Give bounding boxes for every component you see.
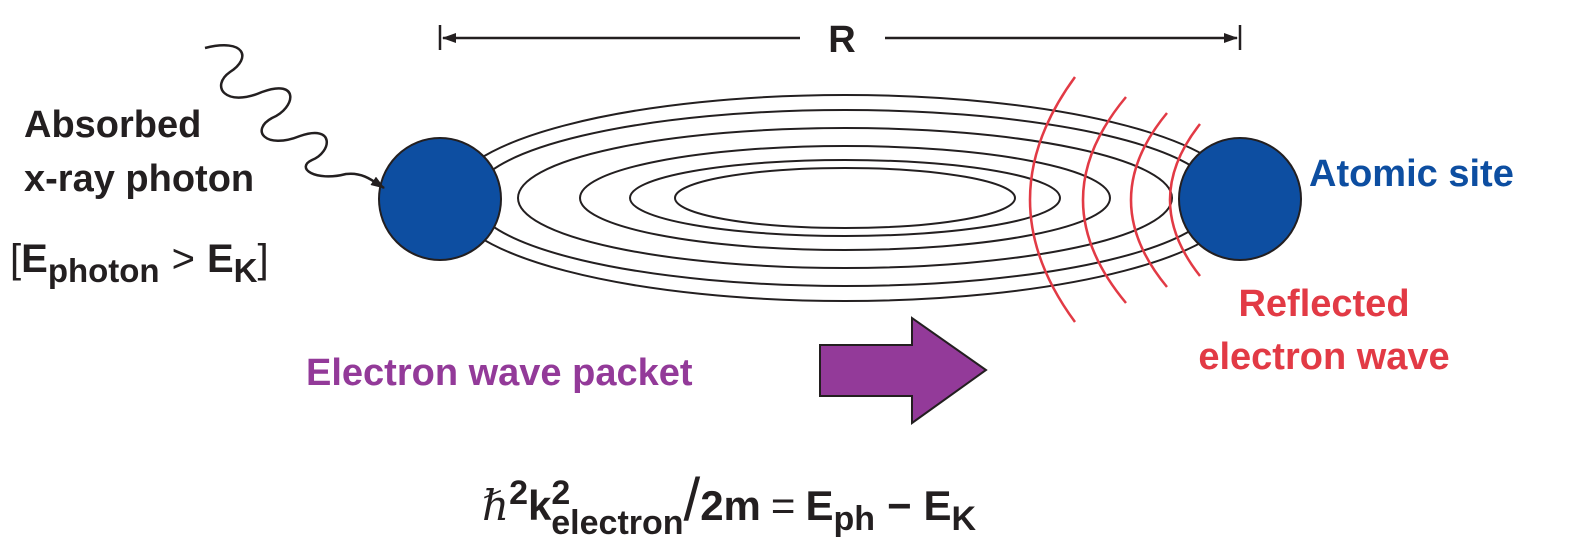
packet-label: Electron wave packet (306, 352, 693, 394)
minus-sign: − (887, 482, 912, 529)
wave-ring (472, 109, 1218, 287)
atomic-site-label: Atomic site (1309, 153, 1514, 195)
reflected-label-line2: electron wave (1198, 336, 1449, 378)
equals-sign: = (771, 482, 796, 529)
wave-ring (517, 127, 1173, 269)
photon-label-line1: Absorbed (24, 104, 201, 146)
wavevector-exponent: 2 (551, 474, 570, 512)
reflected-label-line1: Reflected (1238, 283, 1409, 325)
reflected-arc (1081, 96, 1127, 304)
wave-ring (674, 167, 1016, 229)
wavevector-subscript: electron (551, 504, 683, 541)
edge-energy-subscript: K (952, 500, 977, 538)
photon-energy-term: E (805, 482, 833, 529)
electron-wave-rings (449, 94, 1241, 302)
photon-squiggle-icon (204, 44, 385, 190)
condition-open-bracket: [ (10, 237, 21, 281)
reflected-wave-arcs (1028, 76, 1201, 323)
distance-label: R (828, 19, 855, 61)
hbar-exponent: 2 (509, 474, 528, 512)
wave-ring (449, 94, 1241, 302)
absorbing-atom (378, 137, 502, 261)
condition-greater-than: > (172, 237, 195, 281)
packet-arrow-icon (819, 316, 988, 425)
photon-label-line2: x-ray photon (24, 158, 254, 200)
reflected-arc (1129, 112, 1168, 288)
condition-edge-subscript: K (234, 252, 258, 289)
scattering-atom (1178, 137, 1302, 261)
reflected-arc (1028, 76, 1077, 323)
denominator: 2m (700, 482, 761, 529)
wavevector-symbol: k (528, 482, 552, 529)
photon-energy-subscript: ph (833, 500, 875, 538)
wave-ring (629, 159, 1061, 237)
condition-close-bracket: ] (257, 237, 268, 281)
distance-indicator: R (438, 19, 1242, 61)
condition-photon-energy: E (21, 237, 48, 281)
fraction-slash: / (684, 466, 701, 533)
hbar-symbol: ℏ (482, 481, 509, 530)
reflected-arc (1168, 123, 1201, 277)
edge-energy-term: E (924, 482, 952, 529)
energy-condition: [Ephoton>EK] (10, 237, 269, 289)
wave-ring (579, 145, 1111, 251)
condition-photon-subscript: photon (48, 252, 160, 289)
condition-edge-energy: E (207, 237, 234, 281)
